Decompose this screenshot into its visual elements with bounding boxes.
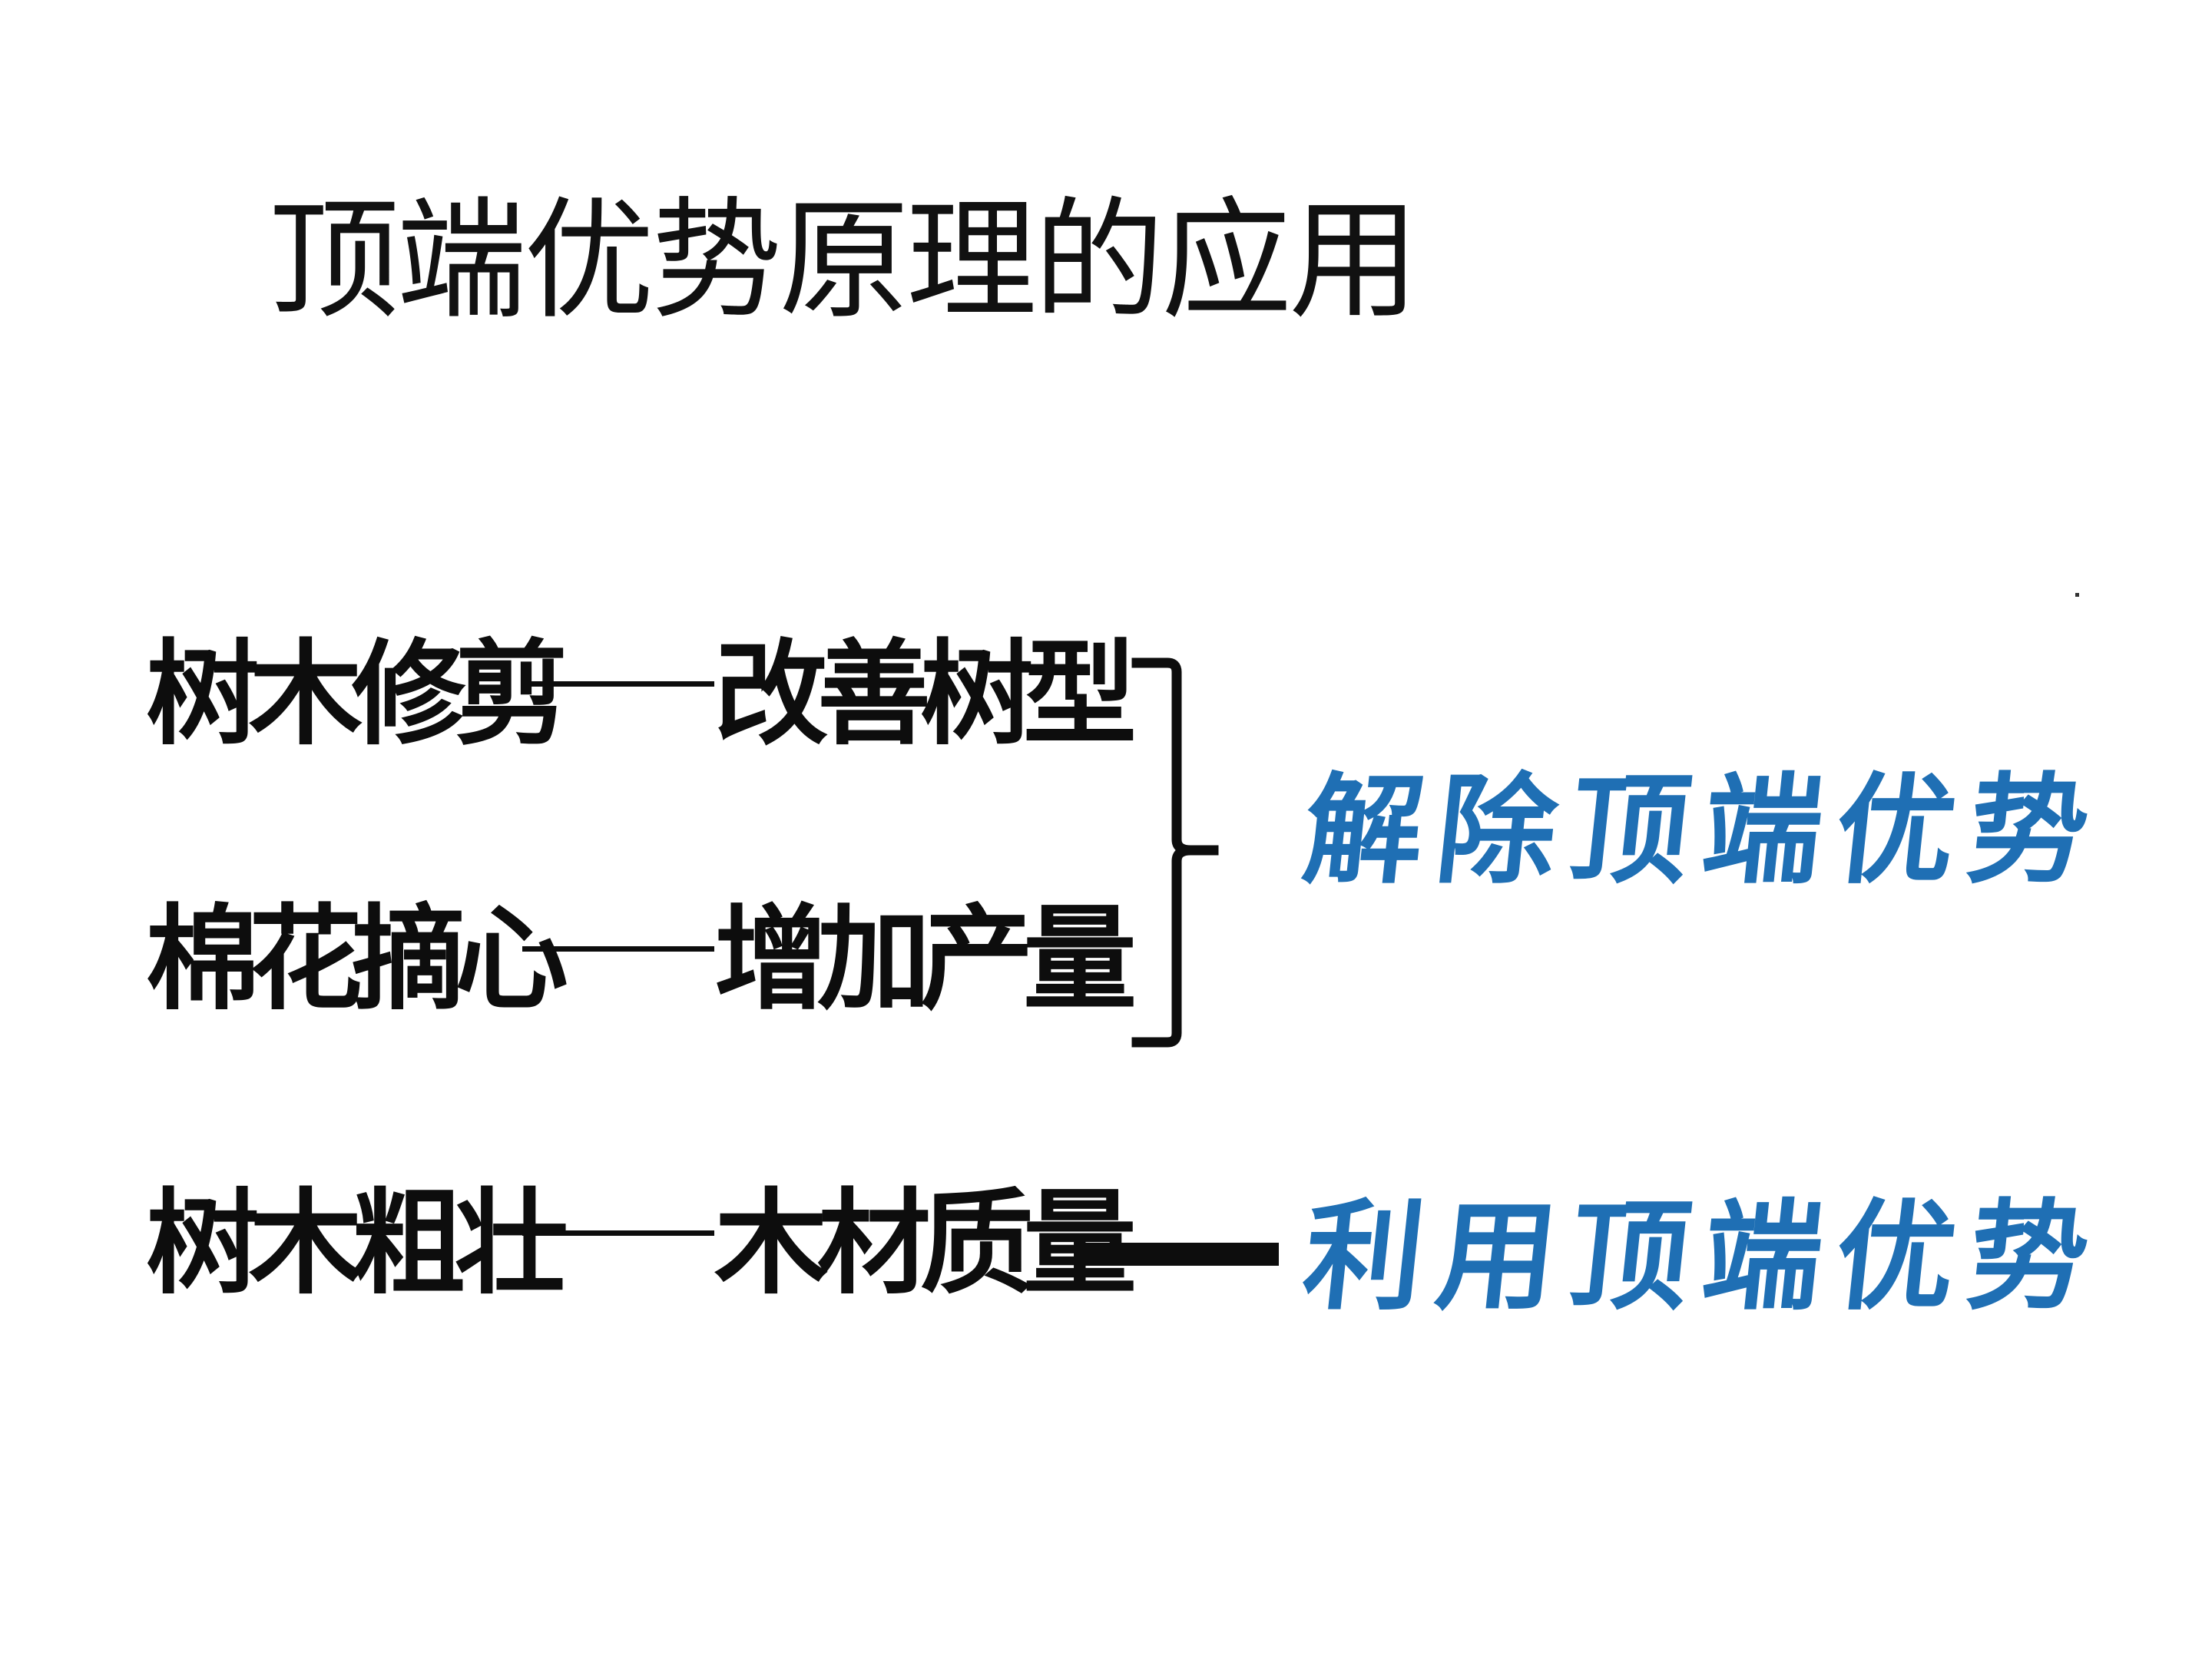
row-right-term: 木材质量 [714, 1177, 1137, 1310]
diagram-row-timber: 树木粗壮 木材质量 [146, 1171, 1137, 1310]
slide-title: 顶端优势原理的应用 [269, 185, 1419, 337]
row-connector-dash [522, 945, 714, 952]
corner-dot [2075, 593, 2079, 597]
result-use-apical-dominance: 利用顶端优势 [1297, 1187, 2110, 1326]
right-brace [1131, 657, 1219, 1048]
diagram-row-pruning: 树木修剪 改善树型 [146, 622, 1137, 760]
row-right-term: 增加产量 [714, 892, 1137, 1025]
row-right-term: 改善树型 [714, 628, 1137, 760]
result-remove-apical-dominance: 解除顶端优势 [1297, 761, 2110, 900]
diagram-row-topping: 棉花摘心 增加产量 [146, 887, 1137, 1025]
row-left-term: 树木粗壮 [146, 1177, 568, 1310]
row-connector-dash [522, 1230, 714, 1236]
timber-link-line [1083, 1243, 1279, 1266]
row-left-term: 棉花摘心 [146, 892, 568, 1025]
diagram-panel: 树木修剪 改善树型 棉花摘心 增加产量 树木粗壮 木材质量 解除顶端优势 利用顶… [138, 591, 2109, 1359]
row-connector-dash [522, 680, 714, 687]
row-left-term: 树木修剪 [146, 628, 568, 760]
